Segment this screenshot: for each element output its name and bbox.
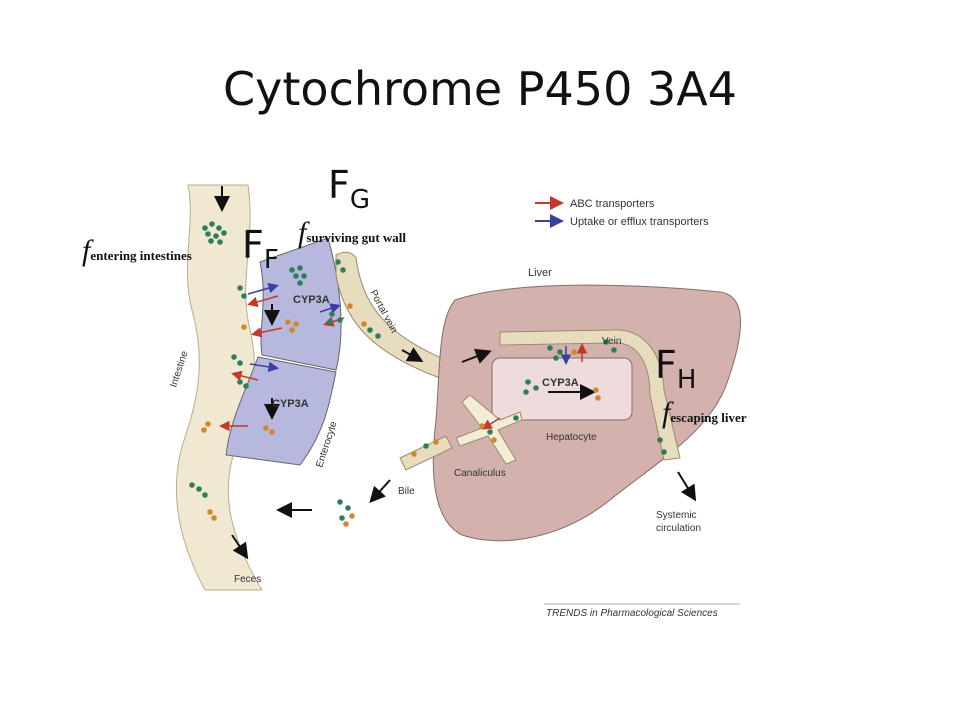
circulation-label: circulation [656, 523, 701, 534]
systemic-label: Systemic [656, 510, 697, 521]
drug-molecules [189, 221, 667, 527]
vein-label: Vein [602, 336, 621, 347]
bile-duct [399, 435, 453, 471]
feces-label: Feces [234, 574, 261, 585]
hepatocyte-box [491, 357, 633, 421]
fg-label: FG [328, 163, 370, 215]
cyp3a-label-lower: CYP3A [272, 398, 309, 410]
cyp3a-label-upper: CYP3A [293, 294, 330, 306]
portal-vein [335, 251, 447, 379]
intestine-label: Intestine [168, 349, 190, 389]
f-entering-label: fentering intestines [82, 234, 192, 267]
slide-title: Cytochrome P450 3A4 [223, 62, 737, 116]
legend-label: ABC transporters [570, 198, 655, 210]
legend-label: Uptake or efflux transporters [570, 216, 709, 228]
source-credit: TRENDS in Pharmacological Sciences [546, 608, 718, 619]
canaliculus-label: Canaliculus [454, 468, 506, 479]
fh-label: FH [655, 343, 696, 395]
ff-label: FF [242, 223, 279, 275]
hepatocyte-label: Hepatocyte [546, 432, 597, 443]
legend-item-abc: ABC transporters [535, 196, 655, 210]
legend: ABC transporters Uptake or efflux transp… [535, 196, 709, 228]
bile-label: Bile [398, 486, 415, 497]
legend-item-uptake: Uptake or efflux transporters [535, 214, 709, 228]
liver-vein [499, 329, 681, 461]
enterocyte-lower [225, 356, 337, 466]
flow-arrows [214, 186, 697, 560]
liver-label: Liver [528, 267, 552, 279]
cyp3a-label-hepatocyte: CYP3A [542, 377, 579, 389]
f-surviving-label: fsurviving gut wall [298, 216, 406, 249]
